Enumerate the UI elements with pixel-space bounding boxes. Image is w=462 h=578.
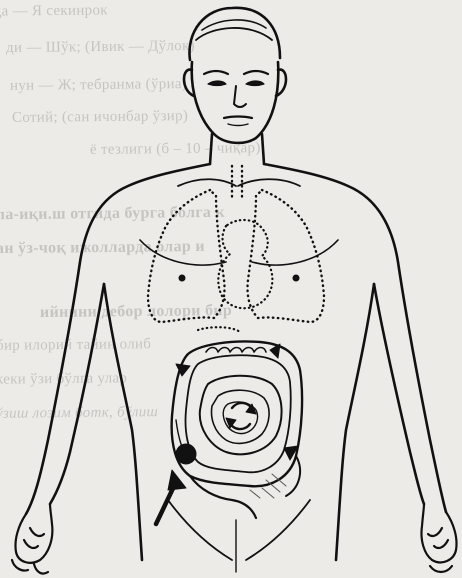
lungs-dotted-icon xyxy=(148,166,324,322)
heart-dotted-icon xyxy=(198,220,272,332)
right-hand-icon xyxy=(421,504,456,572)
pressure-point-dot-icon xyxy=(176,444,196,464)
head-icon xyxy=(184,8,286,143)
left-hand-icon xyxy=(12,504,52,574)
lung-marks xyxy=(179,275,300,282)
body-outline-icon xyxy=(26,134,446,572)
circular-motion-arrows-icon xyxy=(226,403,256,429)
small-intestine-coil-icon xyxy=(200,376,282,455)
